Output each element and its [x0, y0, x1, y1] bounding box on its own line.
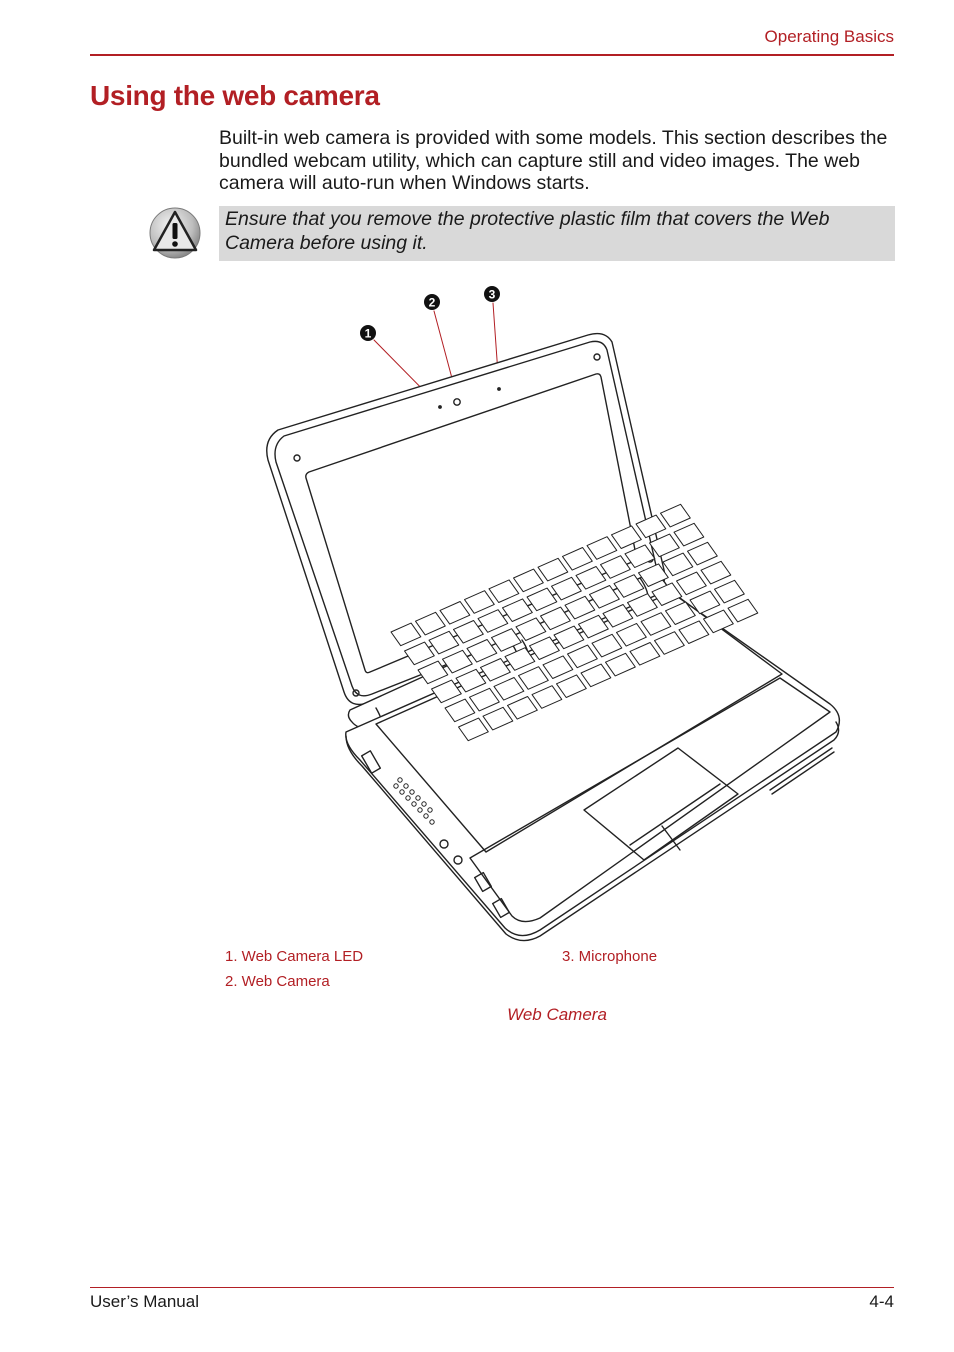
keyboard-key [564, 595, 596, 620]
keyboard-key [417, 660, 449, 685]
keyboard-key [575, 566, 607, 590]
keyboard-key [665, 601, 696, 625]
keyboard-key [673, 522, 705, 547]
keyboard-key [578, 614, 609, 639]
keyboard-key [488, 579, 520, 603]
keyboard-key [600, 555, 631, 579]
svg-text:1: 1 [365, 327, 372, 341]
keyboard-key [689, 590, 721, 615]
keyboard-key [482, 706, 514, 731]
svg-text:2: 2 [429, 296, 436, 310]
keyboard-key [727, 598, 759, 623]
keyboard-key [504, 647, 536, 671]
keyboard-key [567, 644, 598, 669]
header-section-title: Operating Basics [764, 27, 894, 46]
keyboard-key [586, 536, 618, 560]
keyboard-key [431, 679, 462, 704]
keyboard-key [687, 541, 718, 566]
keyboard-key [466, 639, 498, 663]
keyboard-key [542, 655, 574, 679]
keyboard-key [714, 579, 745, 604]
keyboard-key [518, 666, 549, 690]
keyboard-key [390, 622, 422, 647]
keyboard-key [651, 582, 683, 606]
keyboard-key [531, 685, 563, 709]
keyboard-key [515, 617, 547, 641]
callout-marker-2: 2 [424, 294, 440, 310]
keyboard-key [453, 620, 484, 644]
keyboard-key [635, 514, 667, 539]
keyboard-key [513, 568, 544, 593]
keyboard-key [469, 687, 500, 712]
svg-text:3: 3 [489, 288, 496, 302]
keyboard-key [616, 623, 647, 647]
keyboard-key [444, 698, 476, 723]
keyboard-key [700, 560, 732, 585]
keyboard-key [507, 696, 538, 720]
keyboard-key [480, 658, 511, 682]
keyboard-key [404, 641, 435, 666]
keyboard-key [477, 609, 509, 633]
keyboard-key [415, 611, 446, 636]
keyboard-key [678, 620, 710, 644]
side-vents [393, 777, 435, 825]
keyboard [390, 503, 759, 742]
keyboard-key [491, 628, 522, 652]
keyboard-key [580, 663, 612, 688]
keyboard-key [611, 525, 642, 549]
warning-icon [148, 206, 202, 260]
keyboard-key [605, 652, 636, 677]
keyboard-key [602, 604, 634, 628]
keyboard-key [455, 668, 487, 693]
keyboard-key [556, 674, 587, 698]
keyboard-key [654, 631, 685, 655]
keyboard-key [537, 557, 569, 582]
touchpad [583, 747, 739, 861]
intro-paragraph: Built-in web camera is provided with som… [219, 127, 888, 194]
keyboard-key [464, 590, 495, 614]
callout-marker-1: 1 [360, 325, 376, 341]
keyboard-key [591, 633, 623, 658]
keyboard-key [428, 630, 460, 655]
header-rule [90, 54, 894, 56]
page-title: Using the web camera [90, 80, 380, 111]
callout-web-camera: 2. Web Camera [225, 973, 330, 990]
keyboard-key [662, 552, 694, 577]
keyboard-key [589, 585, 620, 609]
keyboard-key [442, 649, 473, 674]
figure-caption: Web Camera [507, 1005, 607, 1024]
keyboard-key [540, 606, 571, 631]
keyboard-key [613, 574, 645, 598]
laptop-figure: 1 2 3 [0, 270, 954, 950]
footer-manual-title: User’s Manual [90, 1292, 199, 1311]
keyboard-key [493, 677, 525, 701]
keyboard-key [458, 717, 489, 742]
keyboard-key [660, 503, 691, 528]
keyboard-key [624, 544, 656, 568]
callout-marker-3: 3 [484, 286, 500, 302]
keyboard-key [640, 612, 672, 636]
keyboard-key [627, 593, 658, 617]
callout-microphone: 3. Microphone [562, 948, 658, 965]
keyboard-key [553, 625, 585, 650]
footer-page-number: 4-4 [869, 1292, 894, 1311]
keyboard-key [502, 598, 533, 622]
keyboard-key [649, 533, 680, 558]
keyboard-key [629, 642, 661, 666]
keyboard-key [638, 563, 669, 587]
keyboard-key [703, 609, 734, 634]
keyboard-key [529, 636, 560, 660]
callout-web-camera-led: 1. Web Camera LED [225, 948, 364, 965]
keyboard-key [562, 547, 593, 571]
footer-rule [90, 1287, 894, 1288]
warning-note: Ensure that you remove the protective pl… [219, 206, 895, 261]
keyboard-key [676, 571, 707, 596]
laptop-base [345, 589, 841, 942]
keyboard-key [551, 576, 582, 601]
keyboard-key [526, 587, 558, 612]
keyboard-key [439, 601, 471, 625]
